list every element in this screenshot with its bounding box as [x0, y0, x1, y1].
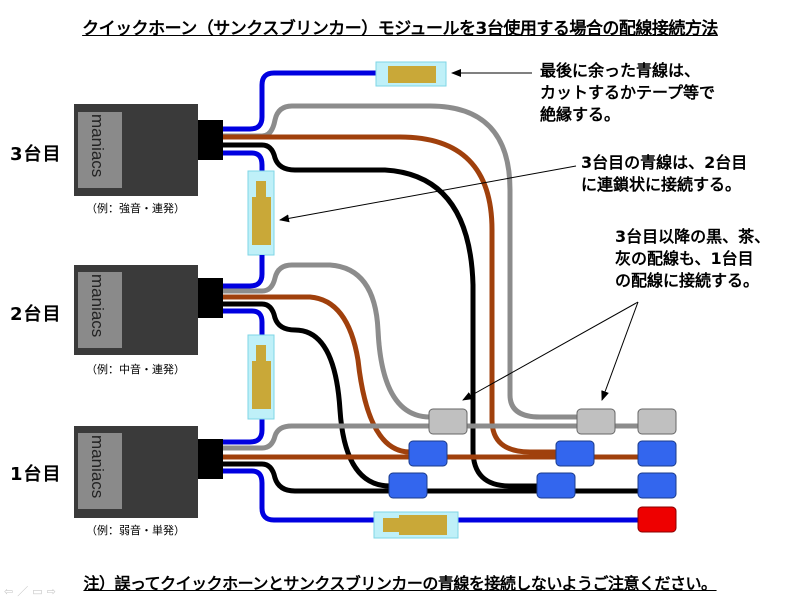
splice-m3-to-m2 [247, 170, 275, 256]
module-1 [74, 426, 223, 518]
next-slide-icon[interactable]: ⇨ [46, 585, 60, 598]
connector-black-m2 [388, 472, 428, 499]
wire-gray-m1 [222, 423, 660, 451]
connector-brown-m1 [637, 440, 677, 467]
arrow-other-2 [601, 301, 639, 401]
connector-blue-m1 [637, 506, 677, 533]
module-3 [74, 104, 223, 196]
menu-icon[interactable]: ▭ [32, 585, 47, 598]
callout-line: 3台目以降の黒、茶、 [615, 227, 771, 246]
wire-blue-m1-out [222, 468, 660, 523]
wire-blue-m2-chain [222, 308, 265, 340]
unit-label-2: 2台目 [10, 304, 62, 325]
diagram-title: クイックホーン（サンクスブリンカー）モジュールを3台使用する場合の配線接続方法 [82, 19, 718, 39]
wire-black-m1 [222, 461, 660, 494]
module-2 [74, 265, 223, 355]
wire-brown-m2 [222, 294, 411, 455]
callout-line: 最後に余った青線は、 [540, 61, 701, 80]
connector-brown-m3 [555, 440, 595, 467]
arrow-chain [279, 165, 577, 223]
callout-line: 灰の配線も、1台目 [615, 249, 754, 268]
unit-label-3: 3台目 [10, 144, 62, 165]
wire-blue-m3-chain [222, 150, 265, 180]
splice-leftover [375, 61, 447, 87]
pen-icon[interactable]: ／ [17, 585, 33, 598]
unit-label-1: 1台目 [10, 464, 62, 485]
wire-black-m3 [222, 142, 540, 489]
callout-chain-blue: 3台目の青線は、2台目 に連鎖状に接続する。 [581, 152, 747, 196]
wire-blue-m1-in [222, 400, 265, 445]
caution-note: 注）誤ってクイックホーンとサンクスブリンカーの青線を接続しないようご注意ください… [83, 574, 717, 593]
splice-m1-out [373, 511, 459, 539]
module-2-example: （例：中音・連発） [86, 363, 185, 376]
connector-black-m3 [536, 472, 576, 499]
callout-line: 3台目の青線は、2台目 [581, 153, 748, 172]
callout-line: の配線に接続する。 [615, 271, 760, 290]
callout-line: に連鎖状に接続する。 [581, 175, 742, 194]
wire-blue-m2-in [222, 240, 265, 289]
connector-brown-m2 [408, 440, 448, 467]
connector-black-m1 [637, 472, 677, 499]
connector-gray-m3 [576, 408, 616, 435]
wire-gray-m3 [222, 103, 580, 420]
slide-nav: ⇦／▭⇨ [4, 583, 60, 599]
module-1-brand: maniacs [88, 435, 107, 498]
callout-other-wires: 3台目以降の黒、茶、 灰の配線も、1台目 の配線に接続する。 [615, 226, 770, 292]
callout-line: カットするかテープ等で [540, 83, 716, 102]
module-2-brand: maniacs [88, 274, 107, 337]
wire-brown-m3 [222, 134, 560, 455]
connector-gray-m2 [428, 408, 468, 435]
module-3-example: （例：強音・連発） [86, 202, 185, 215]
wire-blue-m3-leftover [222, 70, 395, 132]
arrow-other-1 [462, 301, 639, 401]
wire-gray-m2 [222, 262, 431, 420]
connector-gray-m1 [637, 408, 677, 435]
module-3-brand: maniacs [88, 114, 107, 177]
module-1-example: （例：弱音・単発） [86, 524, 185, 537]
callout-line: 絶縁する。 [540, 105, 621, 124]
callout-leftover-blue: 最後に余った青線は、 カットするかテープ等で 絶縁する。 [540, 60, 715, 126]
splice-m2-to-m1 [247, 334, 275, 420]
prev-slide-icon[interactable]: ⇦ [4, 585, 18, 598]
